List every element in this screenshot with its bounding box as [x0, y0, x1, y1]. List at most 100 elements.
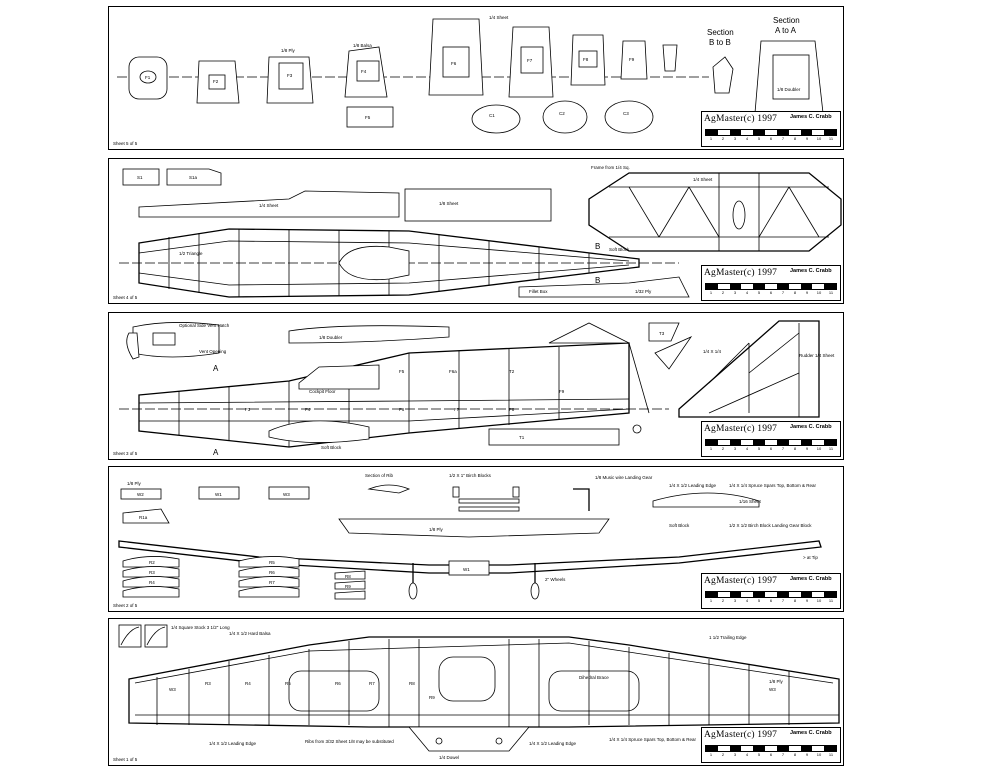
section-a-marker-top: A	[213, 364, 219, 373]
section-b-marker-top: B	[595, 242, 600, 251]
trailing-edge-label: 1 1/2 Trailing Edge	[709, 635, 747, 640]
c3-label: C3	[623, 111, 629, 116]
w3-label-right: W3	[769, 687, 776, 692]
fillet-box-label: Fillet Box	[529, 289, 548, 294]
s1a-label: S1a	[189, 175, 198, 180]
sheet-number: Sheet 1 of 5	[113, 757, 138, 762]
plan-sheet-4: S1 S1a 1/4 Sheet 1/8 Sheet 1/2 Triangle …	[108, 158, 844, 304]
sheet-number: Sheet 4 of 5	[113, 295, 138, 300]
title-block-author: James C. Crabb	[790, 730, 832, 736]
dowel-label: 1/4 Dowel	[439, 755, 459, 760]
f1-label: F1	[145, 75, 151, 80]
rib-templates	[122, 556, 300, 598]
r8-label: R8	[345, 574, 351, 579]
f6-label: F6	[399, 407, 405, 412]
sq14-label: 1/4 X 1/4	[703, 349, 722, 354]
r6-label: R6	[269, 570, 275, 575]
title-block-title: AgMaster(c) 1997	[704, 424, 778, 434]
plan-sheet-5: F1 F2 F3 1/8 Ply F4 1/8 Balsa F5 F6 1/4 …	[108, 6, 844, 150]
w2-label: W2	[137, 492, 144, 497]
ply-label-1: 1/8 Ply	[127, 481, 142, 486]
vent-label: Vent Opening	[199, 349, 227, 354]
r9-label: R9	[345, 584, 351, 589]
wheel-right	[530, 563, 540, 600]
title-block-scale	[705, 283, 837, 290]
music-wire-label: 1/8 Music wire Landing Gear	[595, 475, 653, 480]
sheet-4-drawing: S1 S1a 1/4 Sheet 1/8 Sheet 1/2 Triangle …	[119, 165, 842, 298]
f9-label: F9	[559, 389, 565, 394]
title-block-author: James C. Crabb	[790, 114, 832, 120]
r8-label: R8	[409, 681, 415, 686]
sheet-number: Sheet 2 of 5	[113, 603, 138, 608]
r7-label: R7	[369, 681, 375, 686]
plan-sheet-2: W2 1/8 Ply W1 W3 R1a Section of Rib 1/2 …	[108, 466, 844, 612]
title-block-scale	[705, 439, 837, 446]
w1-label-2: W1	[463, 567, 470, 572]
section-bb-sub: B to B	[709, 38, 731, 47]
wheels-label: 2" Wheels	[545, 577, 566, 582]
t2-label: T2	[509, 369, 515, 374]
f7-label: F7	[527, 58, 533, 63]
top-sheet-label: 1/8 Sheet	[439, 201, 459, 206]
f4-label: F4	[305, 407, 311, 412]
title-block-title: AgMaster(c) 1997	[704, 730, 778, 740]
plan-sheet-3: Optional Side Vent Hatch Vent Opening 1/…	[108, 312, 844, 460]
r2-label: R2	[149, 560, 155, 565]
square-stock-label: 1/4 Square Stock 3 1/2" Long	[171, 625, 230, 630]
birch-block-label: 1/2 X 1/2 Birch Block Landing Gear Block	[729, 523, 812, 528]
cockpit-floor-label: Cockpit Floor	[309, 389, 336, 394]
w3-label-left: W3	[169, 687, 176, 692]
doubler-label: 1/8 Doubler	[319, 335, 343, 340]
f3-material: 1/8 Ply	[281, 48, 296, 53]
t1-label: T1	[519, 435, 525, 440]
r3-label: R3	[205, 681, 211, 686]
f3-label: F3	[287, 73, 293, 78]
wheel-left	[408, 563, 418, 600]
rib-section-label: Section of Rib	[365, 473, 394, 478]
c2-label: C2	[559, 111, 565, 116]
soft-block-label: Soft Block	[321, 445, 342, 450]
t3-label: T3	[659, 331, 665, 336]
leading-edge-label-1: 1/4 X 1/2 Leading Edge	[209, 741, 257, 746]
ply-label: 1/8 Ply	[769, 679, 784, 684]
r1a-label: R1a	[139, 515, 148, 520]
r6-label: R6	[335, 681, 341, 686]
s1-label: S1	[137, 175, 143, 180]
sheet-label: 1/16 Sheet	[739, 499, 762, 504]
leading-edge-label: 1/4 X 1/2 Leading Edge	[669, 483, 717, 488]
sheet-number: Sheet 5 of 5	[113, 141, 138, 146]
frame-label: Frame from 1/4 Sq.	[591, 165, 630, 170]
f7-label: F7	[454, 407, 460, 412]
title-block-title: AgMaster(c) 1997	[704, 268, 778, 278]
r4-label: R4	[245, 681, 251, 686]
f2-label: F2	[213, 79, 219, 84]
spars-label: 1/4 X 1/4 Spruce Spars Top, Bottom & Rea…	[729, 483, 816, 488]
title-block-scale	[705, 745, 837, 752]
section-b-marker-bottom: B	[595, 276, 600, 285]
r4-label: R4	[149, 580, 155, 585]
r9-label: R9	[429, 695, 435, 700]
rudder-truss	[708, 323, 800, 417]
soft-block-label: Soft Block	[669, 523, 690, 528]
tip-label: > at Tip	[803, 555, 818, 560]
f8-label: F8	[509, 407, 515, 412]
r3-label: R3	[149, 570, 155, 575]
plan-sheet-1: 1/4 Square Stock 3 1/2" Long 1/4 X 1/2 H…	[108, 618, 844, 766]
title-block-author: James C. Crabb	[790, 576, 832, 582]
f3-label: F3	[245, 407, 251, 412]
fuselage-formers	[168, 229, 590, 297]
section-aa-title: Section	[773, 16, 800, 25]
title-block-title: AgMaster(c) 1997	[704, 576, 778, 586]
w1-label-1: W1	[215, 492, 222, 497]
section-aa-sub: A to A	[775, 26, 797, 35]
sheet-3-drawing: Optional Side Vent Hatch Vent Opening 1/…	[119, 320, 835, 457]
